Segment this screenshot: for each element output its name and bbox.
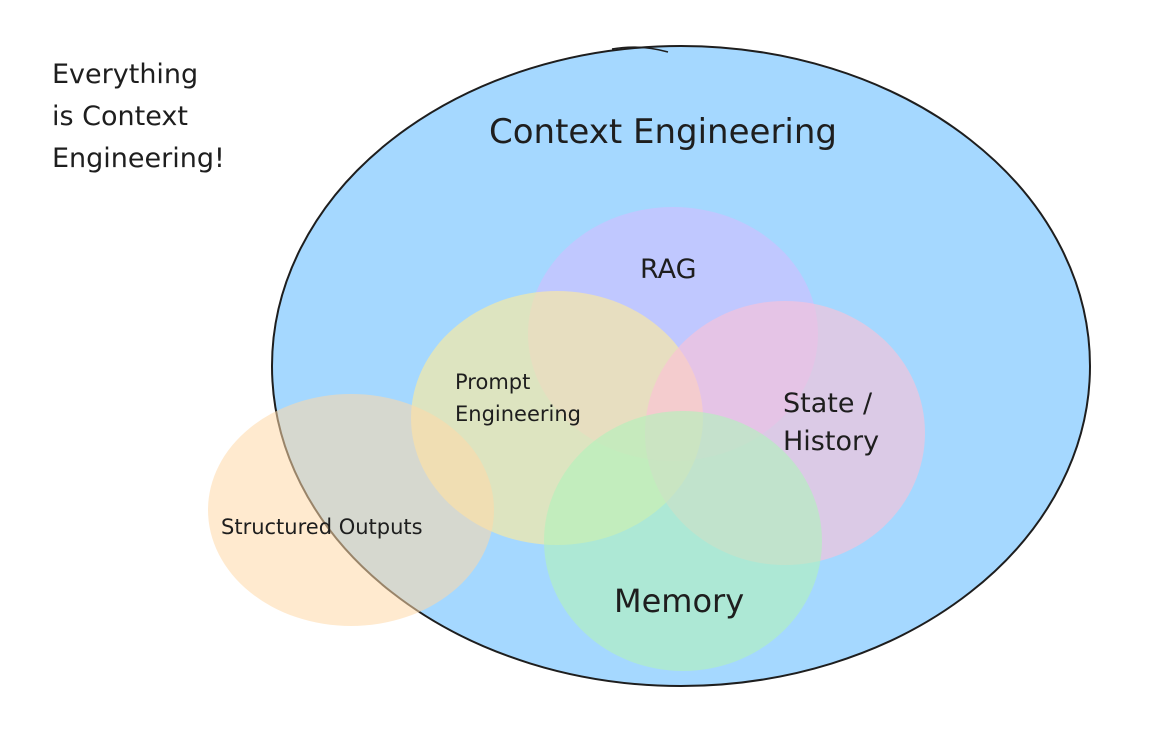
structured-outputs-label: Structured Outputs <box>221 515 423 539</box>
state-label-line-1: State / <box>783 388 873 419</box>
sketch-stroke <box>611 46 669 53</box>
rag-label: RAG <box>640 254 697 285</box>
prompt-label-line-1: Prompt <box>455 370 530 394</box>
side-note-line-2: is Context <box>52 101 188 132</box>
prompt-label-line-2: Engineering <box>455 402 581 426</box>
structured-outputs-circle <box>208 394 494 626</box>
memory-circle <box>544 411 822 671</box>
state-label-line-2: History <box>783 426 879 457</box>
side-note-line-3: Engineering! <box>52 143 225 174</box>
side-note-line-1: Everything <box>52 59 198 90</box>
memory-label: Memory <box>614 582 744 620</box>
context-engineering-label: Context Engineering <box>489 112 837 152</box>
